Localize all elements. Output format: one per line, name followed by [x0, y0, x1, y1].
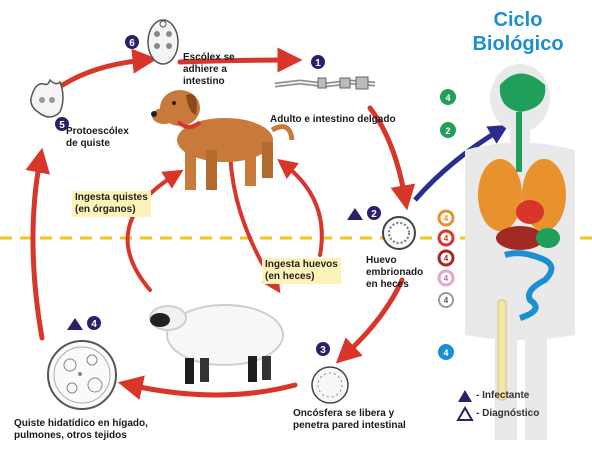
organ-marker-6: 4 — [444, 296, 449, 305]
arrow-eggs-to-dog — [285, 165, 322, 255]
marker-number-6: 6 — [129, 38, 135, 49]
stage-4-label: Quiste hidatídico en hígado, pulmones, o… — [14, 418, 148, 442]
stage-1-label: Adulto e intestino delgado — [270, 114, 396, 126]
hydatid-cyst-illustration — [48, 341, 116, 409]
legend-diagnostic-triangle — [458, 408, 472, 420]
arrow-3-to-4 — [130, 385, 295, 395]
ingestion-cysts-box: Ingesta quistes (en órganos) — [72, 191, 151, 217]
human-figure — [465, 64, 575, 440]
diagram-title: Ciclo Biológico — [448, 8, 588, 56]
diagnostic-triangle-4 — [67, 318, 83, 330]
organ-marker-7: 4 — [443, 348, 448, 358]
organ-marker-5: 4 — [444, 274, 449, 283]
marker-number-4: 4 — [91, 319, 97, 330]
oncosphere-illustration — [312, 367, 348, 403]
organ-marker-3: 4 — [444, 234, 449, 243]
organ-marker-4: 4 — [444, 254, 449, 263]
stage-3-label: Oncósfera se libera y penetra pared inte… — [293, 408, 406, 432]
legend-infective-label: - Infectante — [476, 390, 529, 402]
organ-marker-1: 2 — [445, 126, 450, 136]
arrow-5-to-6 — [55, 60, 145, 90]
stage-6-label: Escólex se adhiere a intestino — [183, 52, 235, 88]
arrow-2-to-3 — [345, 280, 402, 355]
adult-worm-illustration — [275, 77, 375, 89]
protoscolex-illustration — [31, 80, 63, 117]
arrow-4-to-5 — [33, 160, 42, 338]
diagnostic-triangle-2 — [347, 208, 363, 220]
human-organ-markers: 4 2 4 4 4 4 4 4 — [438, 89, 456, 360]
legend-infective-triangle — [458, 390, 472, 402]
title-line-2: Biológico — [448, 32, 588, 56]
title-line-1: Ciclo — [448, 8, 588, 32]
marker-number-1: 1 — [315, 58, 321, 69]
stage-2-label: Huevo embrionado en heces — [366, 255, 423, 291]
stage-5-label: Protoescólex de quiste — [66, 126, 129, 150]
organ-marker-2: 4 — [444, 214, 449, 223]
organ-marker-0: 4 — [445, 93, 450, 103]
scolex-illustration — [148, 20, 178, 64]
marker-number-3: 3 — [320, 345, 326, 356]
marker-number-2: 2 — [371, 209, 377, 220]
embryonated-egg-illustration — [383, 217, 415, 249]
sheep-illustration — [150, 305, 283, 384]
ingestion-eggs-box: Ingesta huevos (en heces) — [262, 258, 341, 284]
legend-diagnostic-label: - Diagnóstico — [476, 408, 539, 420]
marker-number-5: 5 — [59, 120, 65, 131]
